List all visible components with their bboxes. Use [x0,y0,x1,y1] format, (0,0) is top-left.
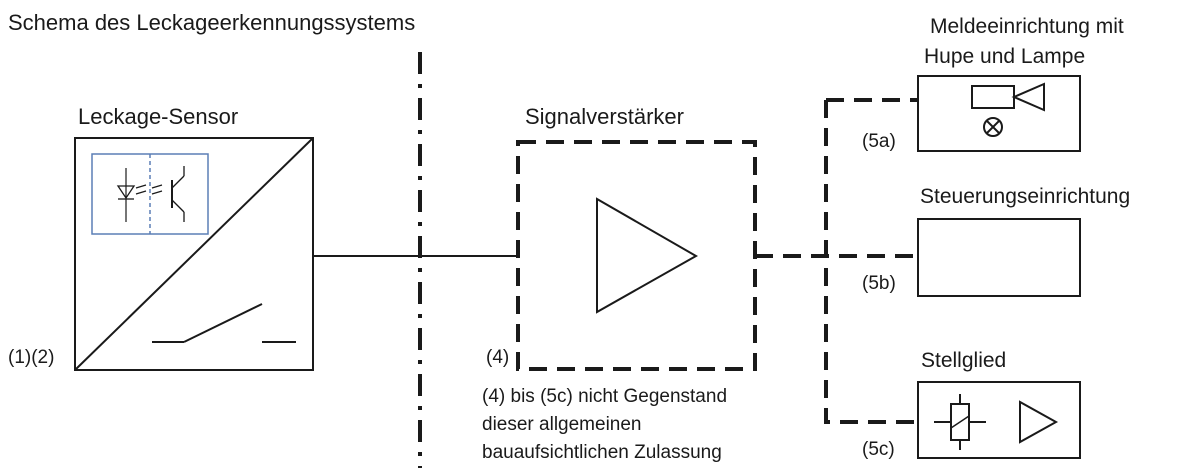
scope-note-line-1: (4) bis (5c) nicht Gegenstand [482,386,728,407]
amplifier-box [516,140,757,371]
alarm-label-line-2: Hupe und Lampe [924,45,1086,68]
control-ref: (5b) [862,273,896,294]
amplifier-label: Signalverstärker [525,104,684,129]
actuator-label: Stellglied [921,349,1007,372]
diagram-title: Schema des Leckageerkennungssystems [8,10,416,35]
switch-contact-icon [152,303,296,343]
sensor-diagonal [74,137,314,371]
amplifier-ref: (4) [486,347,510,368]
control-device-box [917,218,1081,297]
output-connections [755,98,918,424]
alarm-device-box [917,75,1081,152]
amplifier-triangle-icon [596,197,699,314]
actuator-triangle-icon [1019,400,1059,444]
sensor-ref: (1)(2) [8,347,55,368]
control-label: Steuerungseinrichtung [920,185,1131,208]
leak-sensor-box [74,137,314,371]
actuator-ref: (5c) [862,439,895,460]
alarm-ref: (5a) [862,131,896,152]
scope-note-line-3: bauaufsichtlichen Zulassung [482,442,722,463]
horn-icon [971,82,1045,112]
scope-note-line-2: dieser allgemeinen [482,414,642,435]
relay-coil-icon [934,394,986,450]
alarm-label-line-1: Meldeeinrichtung mit [930,15,1124,38]
actuator-box [917,381,1081,459]
optocoupler-icon [91,153,209,235]
sensor-label: Leckage-Sensor [78,104,239,129]
lamp-icon [983,117,1003,137]
